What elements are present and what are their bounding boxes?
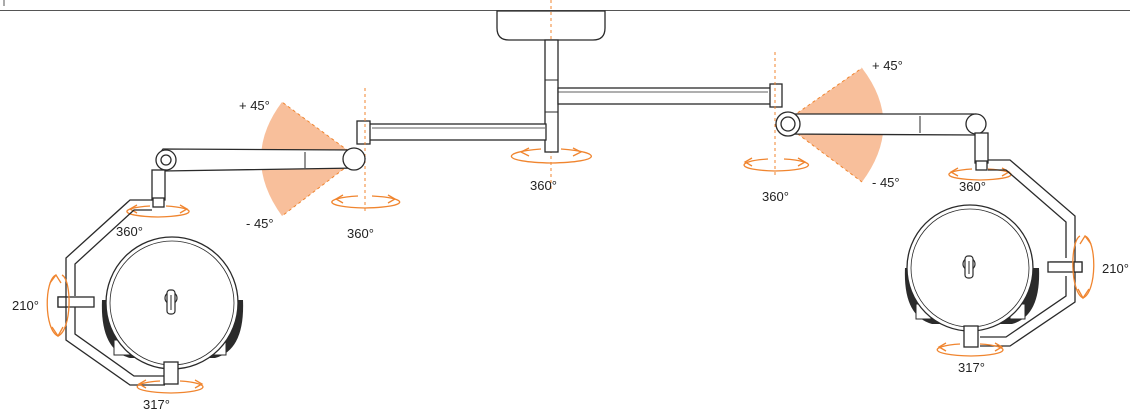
right-drop-tube (974, 132, 989, 164)
right-spring-arm (775, 113, 985, 136)
left-arm-pivot-outer (342, 147, 366, 171)
left-317-arrow (136, 379, 204, 394)
right-bottom-joint (963, 325, 979, 348)
right-minus45-label: - 45° (872, 175, 900, 190)
left-317-label: 317° (143, 397, 170, 412)
left-yoke-rotation-arrow (126, 204, 190, 218)
left-joint-rotation-arrow (331, 194, 401, 209)
right-plus45-label: + 45° (872, 58, 903, 73)
left-drop-tube (151, 169, 166, 201)
right-317-arrow (936, 342, 1004, 357)
center-rotation-arrow (510, 147, 592, 164)
left-minus45-label: - 45° (246, 216, 274, 231)
right-joint-rotation-arrow (743, 157, 810, 172)
right-317-label: 317° (958, 360, 985, 375)
left-spring-arm (157, 148, 366, 172)
right-sterile-handle (962, 255, 976, 279)
left-plus45-label: + 45° (239, 98, 270, 113)
right-joint-rotation-label: 360° (762, 189, 789, 204)
left-tilt-210-label: 210° (12, 298, 39, 313)
right-yoke-rotation-label: 360° (959, 179, 986, 194)
left-horizontal-arm (367, 123, 547, 141)
right-arm-joint (769, 83, 783, 108)
left-arm-joint (356, 120, 371, 145)
right-horizontal-arm (557, 87, 773, 105)
center-rotation-label: 360° (530, 178, 557, 193)
right-arm-pivot-end (965, 113, 987, 135)
left-yoke-rotation-label: 360° (116, 224, 143, 239)
center-column (544, 39, 559, 153)
left-bottom-joint (163, 361, 179, 385)
right-tilt-210-label: 210° (1102, 261, 1129, 276)
left-joint-rotation-label: 360° (347, 226, 374, 241)
left-sterile-handle (164, 289, 178, 315)
right-tilt-210-arrow (1072, 234, 1095, 300)
left-tilt-210-arrow (46, 273, 70, 338)
